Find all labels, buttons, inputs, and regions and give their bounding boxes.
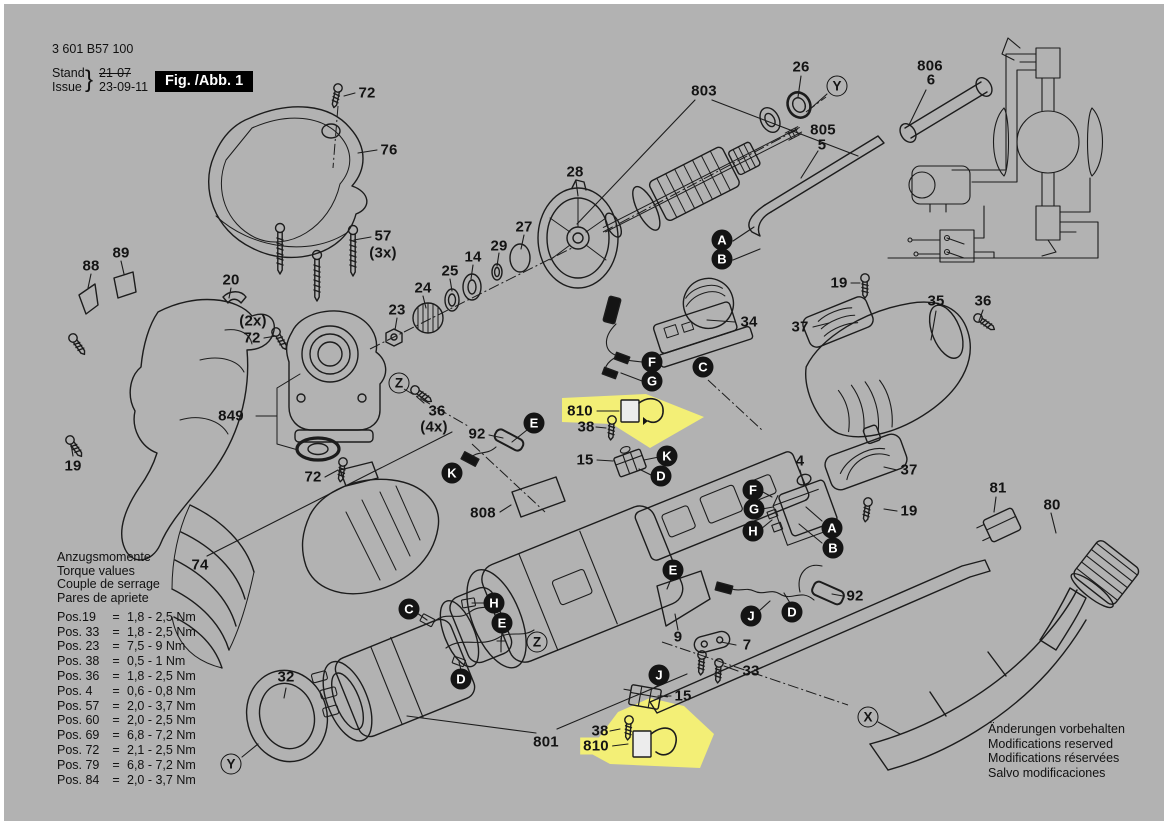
figure-badge: Fig. /Abb. 1 xyxy=(155,71,254,92)
torque-row: Pos. 72 = 2,1 - 2,5 Nm xyxy=(57,743,196,758)
torque-row: Pos. 84 = 2,0 - 3,7 Nm xyxy=(57,773,196,788)
issue-label: Issue xyxy=(52,80,82,94)
torque-value: 1,8 - 2,5 Nm xyxy=(127,624,196,639)
torque-eq: = xyxy=(112,757,120,772)
torque-value: 2,1 - 2,5 Nm xyxy=(127,742,196,757)
torque-pos: Pos. 79 xyxy=(57,757,100,772)
torque-pos: Pos. 69 xyxy=(57,728,100,743)
torque-eq: = xyxy=(112,683,120,698)
torque-value: 6,8 - 7,2 Nm xyxy=(127,757,196,772)
footer-note-line: Änderungen vorbehalten xyxy=(988,722,1125,736)
torque-pos: Pos. 84 xyxy=(57,772,100,787)
torque-eq: = xyxy=(112,713,120,728)
torque-row: Pos. 69 = 6,8 - 7,2 Nm xyxy=(57,728,196,743)
torque-heading: Pares de apriete xyxy=(57,591,149,606)
torque-value: 2,0 - 2,5 Nm xyxy=(127,713,196,728)
stand-value: 21-07 xyxy=(99,66,131,80)
torque-eq: = xyxy=(112,698,120,713)
torque-pos: Pos. 72 xyxy=(57,742,100,757)
header-brace: } xyxy=(85,66,94,93)
issue-value: 23-09-11 xyxy=(99,80,149,94)
torque-pos: Pos. 57 xyxy=(57,698,100,713)
torque-eq: = xyxy=(112,609,120,624)
torque-row: Pos. 57 = 2,0 - 3,7 Nm xyxy=(57,699,196,714)
torque-heading: Torque values xyxy=(57,563,135,578)
torque-value: 2,0 - 3,7 Nm xyxy=(127,772,196,787)
torque-eq: = xyxy=(112,639,120,654)
torque-eq: = xyxy=(112,624,120,639)
type-number: 3 601 B57 100 xyxy=(52,42,134,56)
torque-row: Pos. 38 = 0,5 - 1 Nm xyxy=(57,654,196,669)
torque-row: Pos. 79 = 6,8 - 7,2 Nm xyxy=(57,758,196,773)
torque-eq: = xyxy=(112,742,120,757)
torque-value: 1,8 - 2,5 Nm xyxy=(127,669,196,683)
torque-value: 1,8 - 2,5 Nm xyxy=(127,609,196,624)
torque-value: 0,5 - 1 Nm xyxy=(127,654,186,669)
torque-pos: Pos.19 xyxy=(57,609,96,624)
torque-heading: Anzugsmomente xyxy=(57,550,151,564)
title-block: 3 601 B57 100 Stand 21-07 Issue 23-09-11… xyxy=(52,42,222,94)
torque-value: 0,6 - 0,8 Nm xyxy=(127,683,196,698)
stand-label: Stand xyxy=(52,66,85,80)
torque-eq: = xyxy=(112,772,120,787)
torque-heading: Couple de serrage xyxy=(57,577,160,592)
torque-eq: = xyxy=(112,654,120,669)
torque-pos: Pos. 38 xyxy=(57,654,100,669)
torque-row: Pos. 23 = 7,5 - 9 Nm xyxy=(57,639,196,654)
torque-value: 6,8 - 7,2 Nm xyxy=(127,728,196,743)
footer-note-line: Salvo modificaciones xyxy=(988,765,1106,780)
torque-eq: = xyxy=(112,728,120,743)
torque-row: Pos. 33 = 1,8 - 2,5 Nm xyxy=(57,625,196,640)
torque-value: 2,0 - 3,7 Nm xyxy=(127,698,196,713)
footer-note-line: Modifications réservées xyxy=(988,751,1120,766)
torque-value: 7,5 - 9 Nm xyxy=(127,639,186,654)
footer-note-line: Modifications reserved xyxy=(988,736,1114,751)
torque-pos: Pos. 23 xyxy=(57,639,100,654)
torque-row: Pos. 4 = 0,6 - 0,8 Nm xyxy=(57,684,196,699)
torque-row: Pos.19 = 1,8 - 2,5 Nm xyxy=(57,610,196,625)
torque-row: Pos. 36 = 1,8 - 2,5 Nm xyxy=(57,669,196,684)
torque-pos: Pos. 60 xyxy=(57,713,100,728)
torque-pos: Pos. 4 xyxy=(57,683,93,698)
torque-eq: = xyxy=(112,669,120,683)
torque-pos: Pos. 33 xyxy=(57,624,100,639)
torque-pos: Pos. 36 xyxy=(57,669,100,683)
torque-row: Pos. 60 = 2,0 - 2,5 Nm xyxy=(57,713,196,728)
